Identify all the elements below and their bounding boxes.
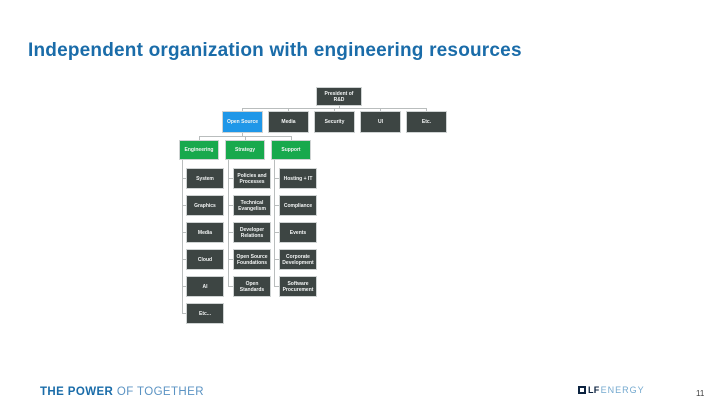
org-box-security: Security: [314, 111, 355, 133]
connector-line: [288, 108, 289, 111]
connector-line: [228, 205, 233, 206]
org-box-corporate-development: Corporate Development: [279, 249, 317, 270]
org-box-support: Support: [271, 140, 311, 160]
org-box-open-source: Open Source: [222, 111, 263, 133]
org-box-media: Media: [268, 111, 309, 133]
org-box-technical-evangelism: Technical Evangelism: [233, 195, 271, 216]
footer-tagline-bold: THE POWER: [40, 386, 114, 398]
org-box-system: System: [186, 168, 224, 189]
org-box-engineering: Engineering: [179, 140, 219, 160]
connector-line: [334, 108, 335, 111]
connector-line: [242, 108, 243, 111]
connector-line: [228, 178, 233, 179]
connector-line: [339, 106, 340, 109]
connector-line: [380, 108, 381, 111]
connector-line: [291, 136, 292, 140]
connector-line: [182, 160, 183, 313]
logo-energy-text: ENERGY: [600, 385, 645, 395]
lf-logo-icon: [578, 386, 586, 394]
org-box-etc-eng: Etc...: [186, 303, 224, 324]
connector-line: [182, 286, 186, 287]
org-box-open-source-foundations: Open Source Foundations: [233, 249, 271, 270]
org-box-software-procurement: Software Procurement: [279, 276, 317, 297]
org-box-graphics: Graphics: [186, 195, 224, 216]
org-box-policies-processes: Policies and Processes: [233, 168, 271, 189]
connector-line: [199, 136, 200, 140]
org-box-media-eng: Media: [186, 222, 224, 243]
org-box-compliance: Compliance: [279, 195, 317, 216]
connector-line: [228, 160, 229, 286]
slide-title: Independent organization with engineerin…: [28, 40, 522, 61]
connector-line: [182, 232, 186, 233]
footer-tagline: THE POWER OF TOGETHER: [40, 386, 204, 398]
connector-line: [245, 136, 246, 140]
connector-line: [426, 108, 427, 111]
footer-tagline-light: OF TOGETHER: [116, 386, 204, 398]
connector-line: [274, 205, 279, 206]
org-box-developer-relations: Developer Relations: [233, 222, 271, 243]
connector-line: [242, 133, 243, 136]
page-number: 11: [696, 389, 705, 398]
connector-line: [274, 160, 275, 286]
org-box-ai: AI: [186, 276, 224, 297]
connector-line: [274, 178, 279, 179]
org-box-president: President of R&D: [316, 87, 362, 106]
connector-line: [228, 259, 233, 260]
org-box-hosting-it: Hosting + IT: [279, 168, 317, 189]
logo-lf-text: LF: [588, 385, 600, 395]
connector-line: [182, 205, 186, 206]
lf-energy-logo: LF ENERGY: [578, 384, 645, 396]
connector-line: [228, 286, 233, 287]
connector-line: [228, 232, 233, 233]
connector-line: [274, 286, 279, 287]
org-box-cloud: Cloud: [186, 249, 224, 270]
connector-line: [182, 178, 186, 179]
connector-line: [274, 259, 279, 260]
org-box-etc: Etc.: [406, 111, 447, 133]
connector-line: [274, 232, 279, 233]
org-box-open-standards: Open Standards: [233, 276, 271, 297]
org-box-strategy: Strategy: [225, 140, 265, 160]
connector-line: [182, 259, 186, 260]
org-box-events: Events: [279, 222, 317, 243]
connector-line: [182, 313, 186, 314]
org-box-ui: UI: [360, 111, 401, 133]
